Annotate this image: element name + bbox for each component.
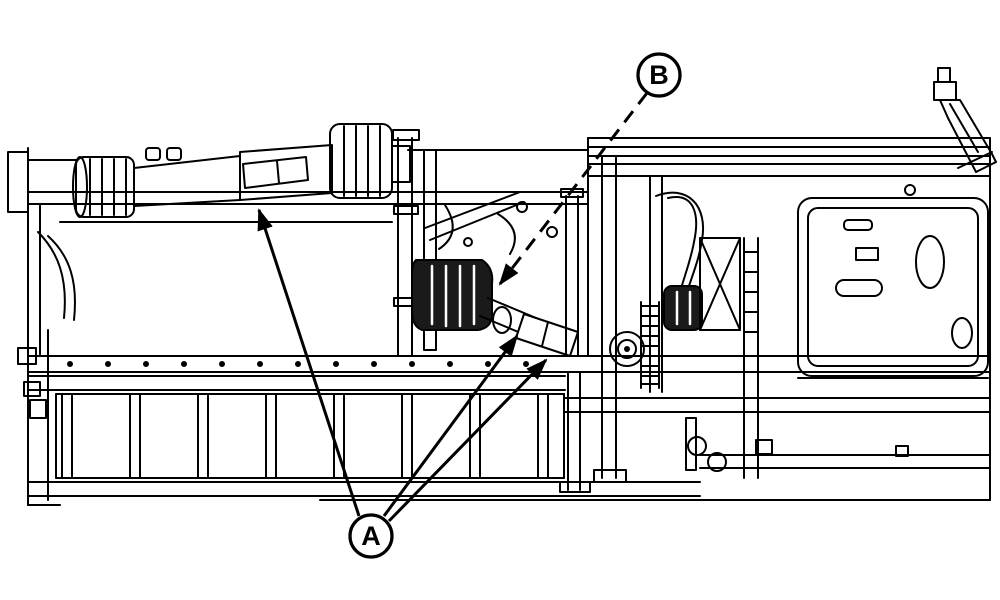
machine-line-art (7, 67, 997, 506)
callout-b-circle (636, 52, 682, 98)
callout-a-label: A (361, 521, 381, 551)
sight-glass-large (915, 235, 945, 289)
callout-b-label: B (649, 60, 669, 90)
left-frame (7, 147, 77, 506)
pulley (609, 331, 645, 367)
center-gearbox-assembly (411, 191, 579, 357)
right-panel (797, 184, 989, 379)
mid-post (559, 188, 591, 493)
callout-a-arrow-1 (257, 208, 361, 517)
callout-a-arrow-3 (387, 358, 548, 523)
callout-a-group: A (257, 208, 548, 559)
driveline-decal (242, 156, 309, 189)
ladder-frame (55, 393, 565, 479)
shaft-tag (515, 313, 579, 357)
frame-rails (27, 137, 991, 501)
top-right-bracket (933, 67, 997, 173)
idler-block (663, 285, 703, 331)
panel-outer (797, 197, 989, 377)
callout-b-arrow (498, 92, 649, 286)
rail-bolt-dots (67, 361, 529, 367)
gearbox-body (411, 259, 494, 331)
sight-glass-small (951, 317, 973, 349)
panel-inner (807, 207, 979, 367)
callout-b-group: B (498, 52, 682, 286)
right-structure (593, 155, 991, 483)
callout-a-circle (348, 513, 394, 559)
callout-a-arrow-2 (382, 334, 519, 517)
